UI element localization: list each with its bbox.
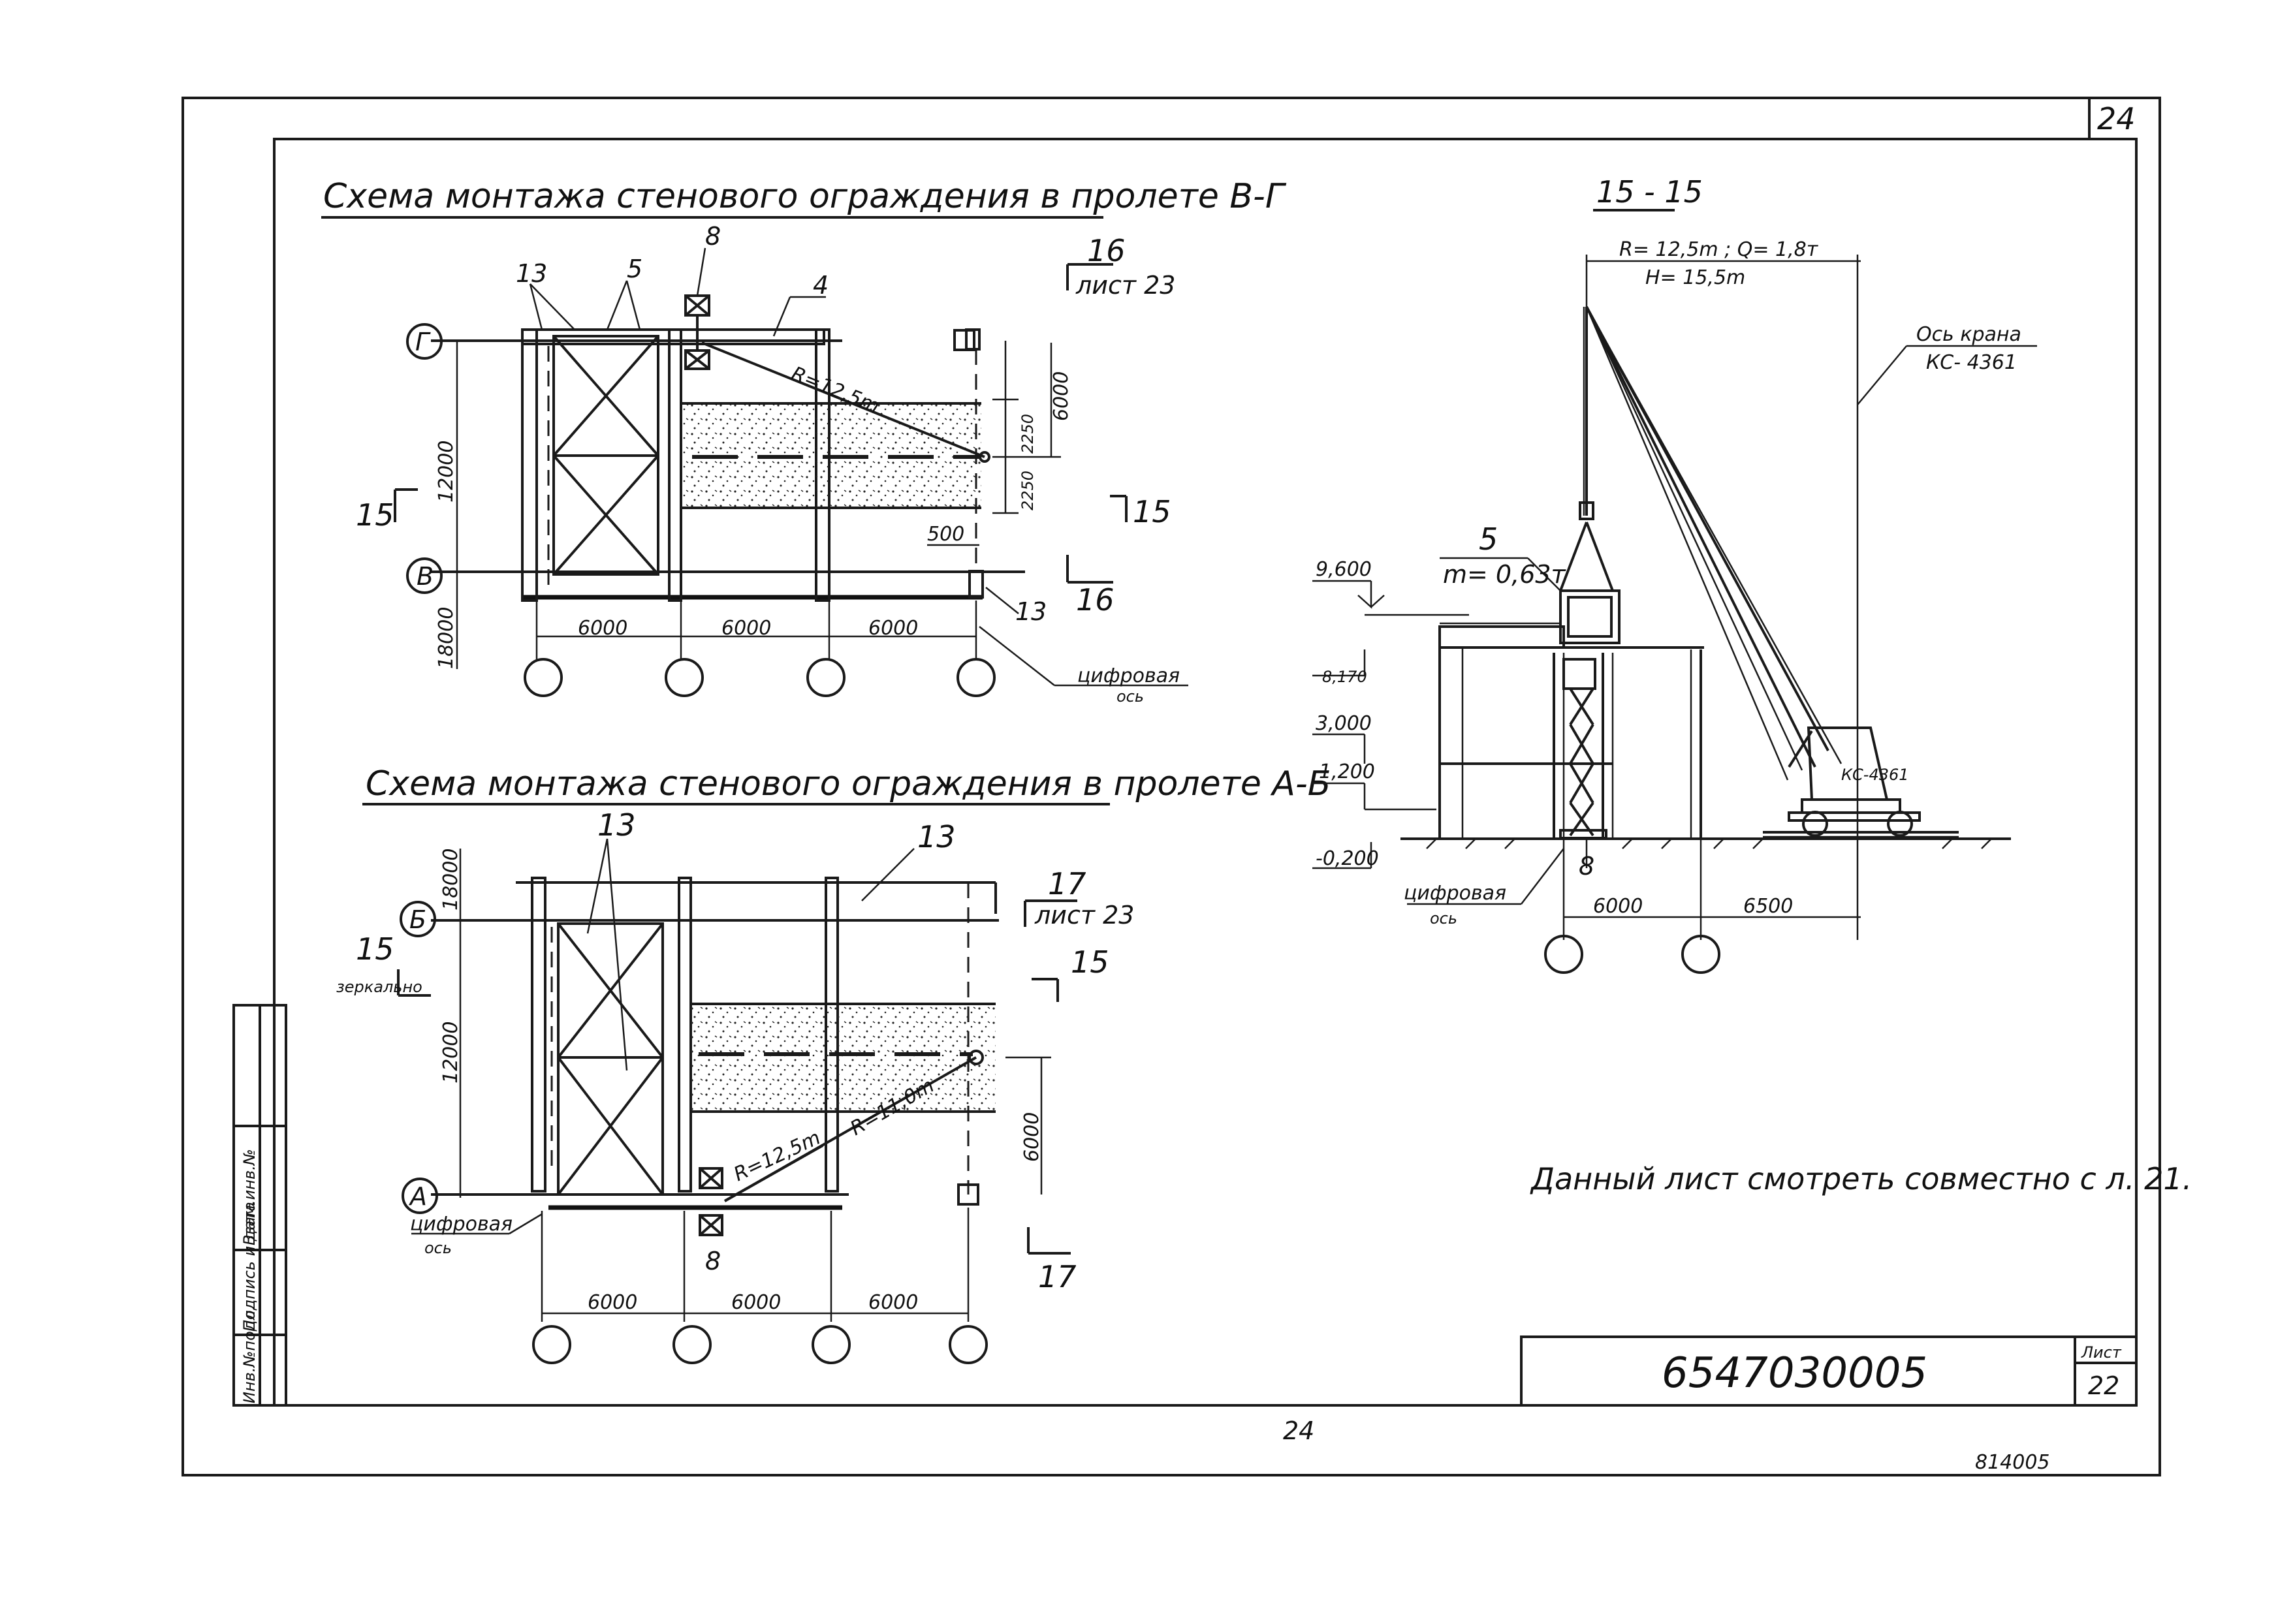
section-crane-params-2: H= 15,5m bbox=[1645, 266, 1745, 289]
stamp-replace-label: Взам.инв.№ bbox=[240, 1149, 259, 1245]
plan-top-dim-3: 6000 bbox=[868, 617, 918, 640]
sheet-number: 22 bbox=[2088, 1371, 2119, 1400]
section-dim-1: 6000 bbox=[1593, 895, 1643, 918]
section-drawing bbox=[1312, 255, 2037, 974]
plan-top-section-ref: 16 bbox=[1087, 233, 1126, 268]
plan-top-callout-5: 5 bbox=[627, 255, 642, 283]
plan-top-axis-lower: В bbox=[417, 562, 434, 591]
document-number: 6547030005 bbox=[1662, 1349, 1927, 1398]
plan-bottom-section-ref: 17 bbox=[1048, 866, 1086, 901]
plan-bottom-callout-8: 8 bbox=[705, 1247, 721, 1275]
section-level-2: 8,170 bbox=[1322, 668, 1367, 686]
plan-top-dim-right-1: 6000 bbox=[1050, 371, 1073, 421]
plan-top-dim-offset: 500 bbox=[927, 523, 964, 546]
bottom-right-code: 814005 bbox=[1975, 1451, 2050, 1474]
plan-top-numeric-axis-1: цифровая bbox=[1077, 664, 1180, 687]
section-lift-callout: 8 bbox=[1579, 852, 1594, 881]
plan-top-dim-1: 6000 bbox=[578, 617, 627, 640]
plan-bottom-dim-right: 6000 bbox=[1020, 1112, 1043, 1162]
plan-bottom-section-17-bottom: 17 bbox=[1038, 1259, 1077, 1294]
corner-page-number: 24 bbox=[2097, 101, 2136, 136]
plan-top-dim-next: 18000 bbox=[435, 607, 458, 669]
sheet-label: Лист bbox=[2081, 1343, 2122, 1362]
plan-top-axis-upper: Г bbox=[415, 328, 431, 356]
section-level-4: 1,200 bbox=[1319, 760, 1375, 783]
plan-top-dim-2: 6000 bbox=[721, 617, 771, 640]
plan-bottom-section-15-left: 15 bbox=[356, 931, 394, 967]
section-level-3: 3,000 bbox=[1316, 712, 1372, 735]
plan-bottom-axis-upper: Б bbox=[409, 905, 426, 934]
plan-bottom-numeric-axis-2: ось bbox=[424, 1239, 452, 1257]
section-crane-axis-label: Ось крана bbox=[1916, 323, 2021, 346]
plan-top-callout-13b: 13 bbox=[1015, 597, 1047, 626]
title-block bbox=[1520, 1335, 2138, 1407]
plan-top-section-sheet: лист 23 bbox=[1075, 271, 1175, 300]
stamp-inv-label: Инв.№подл. bbox=[240, 1305, 259, 1403]
sheet-note: Данный лист смотреть совместно с л. 21. bbox=[1530, 1161, 2192, 1196]
plan-top-callout-13: 13 bbox=[516, 259, 547, 288]
plan-bottom-dim-3: 6000 bbox=[868, 1291, 918, 1314]
section-panel-callout: 5 bbox=[1479, 522, 1498, 557]
section-numeric-axis-2: ось bbox=[1430, 909, 1457, 928]
plan-top-dim-span: 12000 bbox=[435, 441, 458, 503]
plan-top-dim-right-3: 2250 bbox=[1019, 471, 1037, 510]
section-crane-params-1: R= 12,5m ; Q= 1,8т bbox=[1619, 238, 1819, 261]
plan-bottom-section-15-right: 15 bbox=[1071, 945, 1109, 980]
plan-bottom-radius-1: R=12,5m bbox=[731, 1127, 825, 1187]
section-level-1: 9,600 bbox=[1316, 558, 1372, 581]
plan-top-section-15-right: 15 bbox=[1133, 494, 1171, 529]
plan-top-title: Схема монтажа стенового ограждения в про… bbox=[323, 177, 1287, 216]
section-dim-2: 6500 bbox=[1743, 895, 1793, 918]
side-stamp bbox=[232, 1004, 287, 1407]
plan-bottom-mirror-note: зеркально bbox=[336, 978, 422, 996]
plan-bottom-axis-lower: А bbox=[408, 1182, 427, 1211]
plan-bottom-dim-span: 12000 bbox=[439, 1022, 462, 1084]
plan-bottom-dim-2: 6000 bbox=[731, 1291, 781, 1314]
plan-bottom-dim-next: 18000 bbox=[439, 849, 462, 911]
stamp-signature-label: Подпись и дата bbox=[240, 1202, 259, 1332]
plan-bottom-dim-1: 6000 bbox=[588, 1291, 637, 1314]
plan-bottom-callout-13b: 13 bbox=[917, 819, 956, 854]
section-title: 15 - 15 bbox=[1596, 174, 1703, 210]
section-crane-model: КС- 4361 bbox=[1926, 351, 2017, 374]
section-panel-mass: m= 0,63т bbox=[1443, 560, 1567, 589]
section-level-5: -0,200 bbox=[1316, 847, 1379, 870]
plan-top-numeric-axis-2: ось bbox=[1116, 687, 1144, 706]
plan-top-section-16-bottom: 16 bbox=[1076, 582, 1115, 617]
plan-bottom-section-sheet: лист 23 bbox=[1034, 901, 1134, 929]
plan-top-callout-8: 8 bbox=[705, 222, 721, 251]
bottom-page-number: 24 bbox=[1283, 1416, 1314, 1445]
plan-bottom-numeric-axis-1: цифровая bbox=[410, 1213, 513, 1236]
section-crane-body-label: КС-4361 bbox=[1841, 766, 1909, 784]
section-numeric-axis-1: цифровая bbox=[1404, 882, 1506, 905]
plan-top-section-15-left: 15 bbox=[356, 497, 394, 533]
sheet-frame bbox=[182, 97, 2161, 1476]
plan-bottom-title: Схема монтажа стенового ограждения в про… bbox=[366, 764, 1331, 804]
plan-top-callout-4: 4 bbox=[813, 271, 829, 300]
plan-top-dim-right-2: 2250 bbox=[1019, 414, 1037, 454]
plan-top-drawing bbox=[394, 247, 1188, 697]
plan-bottom-drawing bbox=[397, 838, 1077, 1364]
plan-bottom-callout-13a: 13 bbox=[597, 807, 636, 843]
